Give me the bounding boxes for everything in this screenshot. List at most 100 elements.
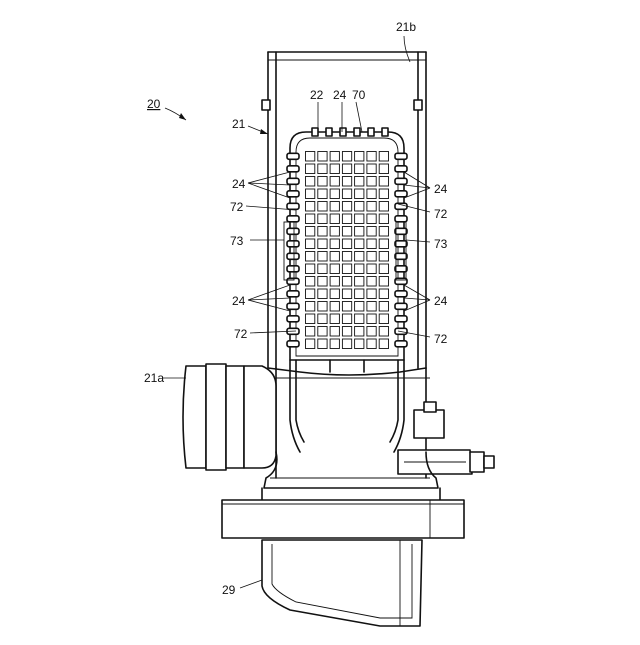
fin-left <box>287 178 299 184</box>
label-fin-left-upper: 24 <box>232 177 246 191</box>
label-assembly: 20 <box>147 97 161 111</box>
grid-cell <box>342 152 351 162</box>
fins-left <box>287 153 299 346</box>
grid-cell <box>367 277 376 287</box>
top-notch <box>312 128 318 136</box>
grid-cell <box>306 152 315 162</box>
fin-left <box>287 228 299 234</box>
grid-cell <box>330 327 339 337</box>
grid-cell <box>330 202 339 212</box>
grid-cell <box>330 339 339 349</box>
fin-right <box>395 166 407 172</box>
grid-cell <box>318 339 327 349</box>
grid-cell <box>342 252 351 262</box>
fin-right <box>395 341 407 347</box>
grid-cell <box>318 202 327 212</box>
grid-cell <box>367 314 376 324</box>
grid-cell <box>355 214 364 224</box>
grid-cell <box>367 164 376 174</box>
label-fin-top: 24 <box>333 88 347 102</box>
grid-cell <box>367 152 376 162</box>
grid-cell <box>342 264 351 274</box>
grid-cell <box>379 289 388 299</box>
grid-cell <box>367 327 376 337</box>
label-tube: 21 <box>232 117 246 131</box>
grid-cell <box>330 289 339 299</box>
grid-cell <box>330 264 339 274</box>
fin-right <box>395 178 407 184</box>
label-side-plate-right: 73 <box>434 237 448 251</box>
label-rib-right-lower: 72 <box>434 332 448 346</box>
grid-cell <box>379 314 388 324</box>
grid-cell <box>355 277 364 287</box>
grid-cell <box>342 227 351 237</box>
grid-cell <box>355 202 364 212</box>
grid-cell <box>318 289 327 299</box>
grid-cell <box>318 302 327 312</box>
grid-cell <box>355 164 364 174</box>
grid-cell <box>318 214 327 224</box>
fin-left <box>287 341 299 347</box>
grid-cell <box>318 189 327 199</box>
grid-cell <box>379 239 388 249</box>
grid-cell <box>367 302 376 312</box>
grid-cell <box>306 164 315 174</box>
grid-cell <box>306 177 315 187</box>
filter-grid <box>306 152 389 349</box>
label-rib-left-upper: 72 <box>230 200 244 214</box>
grid-cell <box>330 302 339 312</box>
grid-cell <box>306 302 315 312</box>
grid-cell <box>379 177 388 187</box>
grid-cell <box>367 214 376 224</box>
grid-cell <box>367 202 376 212</box>
top-notch <box>382 128 388 136</box>
fin-left <box>287 266 299 272</box>
grid-cell <box>342 202 351 212</box>
grid-cell <box>342 214 351 224</box>
fin-right <box>395 228 407 234</box>
fin-left <box>287 203 299 209</box>
grid-cell <box>306 189 315 199</box>
grid-cell <box>306 227 315 237</box>
fins-right <box>395 153 407 346</box>
grid-cell <box>342 302 351 312</box>
fin-right <box>395 203 407 209</box>
fin-right <box>395 278 407 284</box>
fin-right <box>395 303 407 309</box>
grid-cell <box>367 264 376 274</box>
grid-cell <box>306 252 315 262</box>
grid-cell <box>306 264 315 274</box>
label-fin-left-lower: 24 <box>232 294 246 308</box>
grid-cell <box>379 339 388 349</box>
grid-cell <box>330 239 339 249</box>
grid-cell <box>306 214 315 224</box>
grid-cell <box>330 277 339 287</box>
frame <box>287 128 407 360</box>
grid-cell <box>379 327 388 337</box>
top-notch <box>326 128 332 136</box>
grid-cell <box>306 202 315 212</box>
grid-cell <box>355 227 364 237</box>
flange <box>222 500 464 538</box>
fin-left <box>287 166 299 172</box>
label-rib-left-lower: 72 <box>234 327 248 341</box>
grid-cell <box>367 252 376 262</box>
fin-right <box>395 216 407 222</box>
fin-right <box>395 266 407 272</box>
grid-cell <box>330 189 339 199</box>
grid-cell <box>379 189 388 199</box>
grid-cell <box>342 277 351 287</box>
label-housing: 29 <box>222 583 236 597</box>
fin-left <box>287 241 299 247</box>
grid-cell <box>330 252 339 262</box>
fin-left <box>287 303 299 309</box>
grid-cell <box>318 177 327 187</box>
grid-cell <box>355 339 364 349</box>
grid-cell <box>330 314 339 324</box>
fin-right <box>395 291 407 297</box>
grid-cell <box>379 264 388 274</box>
grid-cell <box>318 264 327 274</box>
grid-cell <box>367 177 376 187</box>
label-element: 22 <box>310 88 324 102</box>
